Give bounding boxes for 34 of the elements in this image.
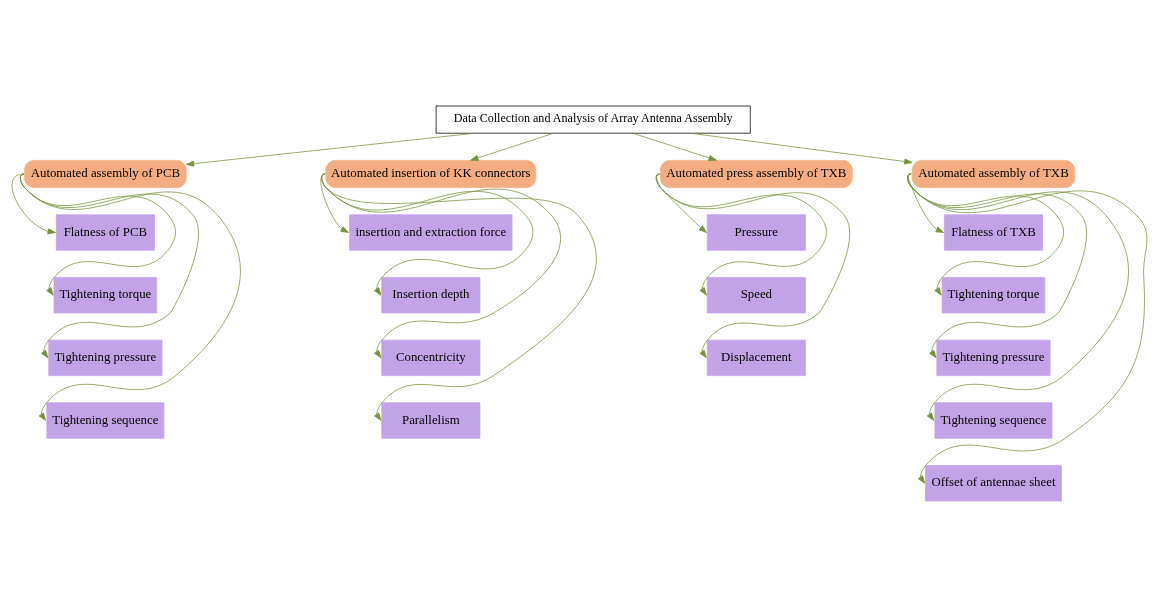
arrow [185,132,475,167]
arrow [632,132,717,161]
node-box: Tightening torque [941,276,1046,313]
node-box: Automated assembly of PCB [24,159,187,188]
node-box: Displacement [706,339,806,376]
node-box: Tightening pressure [48,339,163,376]
node-box: Pressure [706,213,806,251]
node-box: Tightening sequence [46,401,165,439]
node-box: Insertion depth [381,276,481,313]
node-box: Offset of antennae sheet [925,464,1062,501]
arrow [907,173,1087,358]
node-box: Data Collection and Analysis of Array Antenna Assembly [435,105,751,134]
node-box: Tightening torque [53,276,158,313]
arrow [907,173,1129,421]
arrow [690,132,913,164]
node-box: Parallelism [381,401,481,439]
node-box: Automated insertion of KK connectors [325,159,537,188]
arrow [470,132,555,161]
node-box: Automated press assembly of TXB [660,159,853,188]
node-box: Speed [706,276,806,313]
arrow [907,173,1064,296]
arrow [321,173,597,421]
node-box: Tightening pressure [936,339,1051,376]
node-box: Flatness of TXB [944,213,1043,251]
arrow [655,173,851,358]
node-box: Automated assembly of TXB [911,159,1076,188]
arrow [11,173,56,234]
arrow [19,173,241,421]
arrow [907,173,1148,484]
node-box: Tightening sequence [934,401,1053,439]
arrow [907,173,944,233]
node-box: Flatness of PCB [55,213,155,251]
node-box: Concentricity [381,339,481,376]
node-box: insertion and extraction force [349,213,513,251]
